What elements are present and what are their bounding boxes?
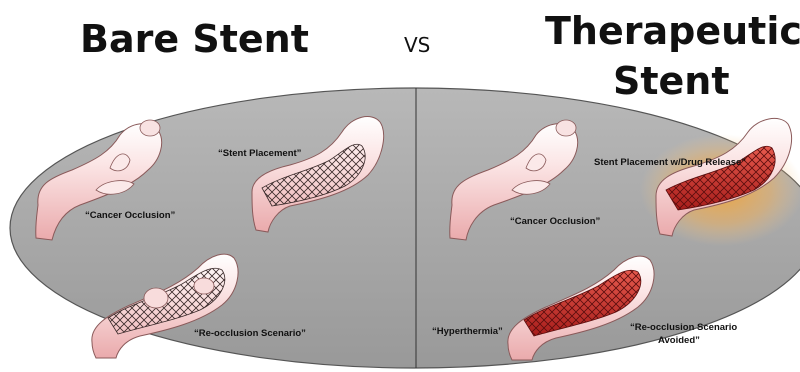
label-stent-drug-release: Stent Placement w/Drug Release” [594,157,746,168]
label-reocclusion-avoided-2: Avoided” [658,335,700,346]
label-reocclusion: “Re-occlusion Scenario” [194,328,306,339]
label-cancer-occlusion-left: “Cancer Occlusion” [85,210,176,221]
label-reocclusion-avoided-1: “Re-occlusion Scenario [630,322,737,333]
label-stent-placement: “Stent Placement” [218,148,302,159]
label-hyperthermia: “Hyperthermia” [432,326,503,337]
label-cancer-occlusion-right: “Cancer Occlusion” [510,216,601,227]
